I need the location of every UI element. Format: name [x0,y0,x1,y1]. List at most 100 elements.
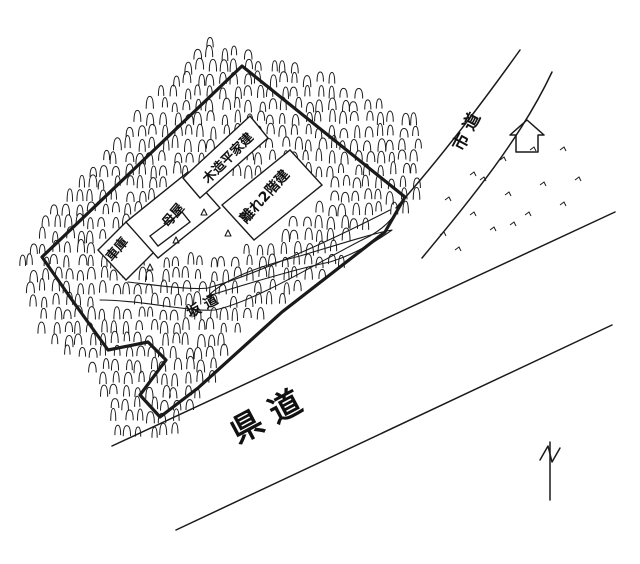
tree-mark [220,343,229,356]
tree-mark [398,138,406,151]
tree-mark [193,346,203,360]
tree-mark [171,373,179,387]
tree-mark [42,268,50,280]
tree-mark [294,240,302,254]
tree-mark [161,97,168,108]
grass-mark [539,181,547,187]
tree-mark [171,134,179,148]
tree-mark [375,98,383,109]
tree-mark [102,203,110,215]
tree-mark [340,151,349,165]
tree-mark [51,333,59,345]
tree-mark [133,283,142,295]
tree-mark [376,122,384,136]
tree-mark [337,203,347,217]
tree-mark [174,112,183,126]
tree-mark [185,152,194,163]
tree-mark [196,255,203,265]
tree-mark [73,333,83,345]
grass-mark [444,196,452,202]
grass-mark [489,226,497,232]
tree-mark [149,177,158,188]
tree-mark [136,345,146,357]
tree-mark [205,345,215,357]
tree-mark [159,165,168,176]
tree-mark [147,306,154,317]
tree-mark [349,111,359,121]
tree-mark [246,267,254,281]
tree-mark [269,278,277,290]
tree-mark [254,152,262,165]
tree-mark [316,71,324,82]
tree-mark [170,282,180,295]
tree-mark [37,321,46,334]
tree-mark [101,319,108,333]
tree-mark [85,230,94,244]
tree-mark [148,123,157,135]
grass-marks [439,146,582,252]
tree-mark [86,266,96,280]
city-road [395,49,553,259]
tree-mark [53,322,61,334]
tree-mark [354,88,364,99]
tree-mark [304,227,313,240]
tree-mark [50,204,59,215]
tree-mark [328,205,337,217]
tree-mark [290,124,298,135]
tree-mark [162,384,171,398]
tree-mark [193,111,203,126]
tree-mark [63,241,71,253]
tree-mark [64,344,71,355]
tree-mark [377,165,384,176]
tree-mark [169,84,178,97]
tree-mark [234,86,242,99]
tree-mark [87,217,94,230]
tree-mark [61,203,71,216]
tree-mark [185,371,192,384]
tree-mark [326,227,335,241]
tree-mark [374,188,382,200]
tree-mark [88,174,98,188]
label-city-road: 市 道 [448,109,485,154]
tree-mark [76,204,84,216]
tree-mark [196,123,204,137]
tree-mark [109,383,118,395]
tree-mark [231,280,239,294]
tree-mark [317,240,326,254]
tree-mark [97,217,106,227]
tree-mark [134,201,143,212]
tree-mark [182,317,190,330]
tree-mark [265,138,274,148]
tree-mark [109,151,117,165]
tree-mark [151,426,158,438]
tree-mark [328,125,336,139]
tree-mark [198,319,206,330]
tree-mark [112,137,122,151]
tree-mark [173,357,183,370]
tree-mark [112,370,120,383]
tree-mark [339,128,349,139]
tree-mark [305,243,315,256]
tree-mark [78,174,86,188]
tree-mark [352,177,362,189]
tree-mark [138,266,148,281]
tree-mark [145,283,153,294]
tree-mark [113,306,121,320]
tree-mark [160,400,169,411]
tree-mark [208,334,216,347]
tree-mark [54,266,63,279]
tree-mark [77,238,86,253]
tree-mark [364,99,372,110]
tree-mark [184,304,193,318]
tree-mark [158,361,167,372]
tree-mark [339,87,348,98]
tree-mark [157,85,165,96]
tree-mark [209,280,217,294]
tree-mark [243,49,253,60]
tree-mark [124,203,132,215]
tree-mark [101,265,109,278]
forest-canopy [19,36,422,438]
tree-mark [402,200,409,214]
tree-mark [87,306,96,320]
tree-mark [414,138,422,149]
